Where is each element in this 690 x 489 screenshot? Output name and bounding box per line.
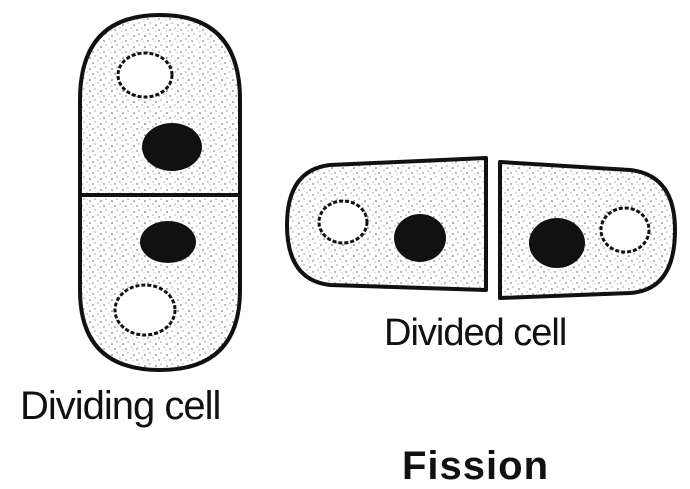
diagram-title: Fission (402, 444, 549, 489)
vacuole (115, 285, 175, 335)
divided-cell-right (500, 162, 675, 298)
vacuole (118, 53, 172, 97)
vacuole (601, 208, 649, 252)
nucleus (142, 123, 202, 171)
divided-cell-left (287, 158, 486, 290)
vacuole (319, 201, 367, 243)
nucleus (394, 214, 446, 262)
nucleus (140, 221, 196, 263)
divided-cell-label: Divided cell (384, 312, 566, 355)
nucleus (529, 218, 585, 268)
dividing-cell-top (80, 15, 240, 195)
dividing-cell-bottom (80, 195, 240, 370)
dividing-cell-label: Dividing cell (20, 384, 220, 429)
